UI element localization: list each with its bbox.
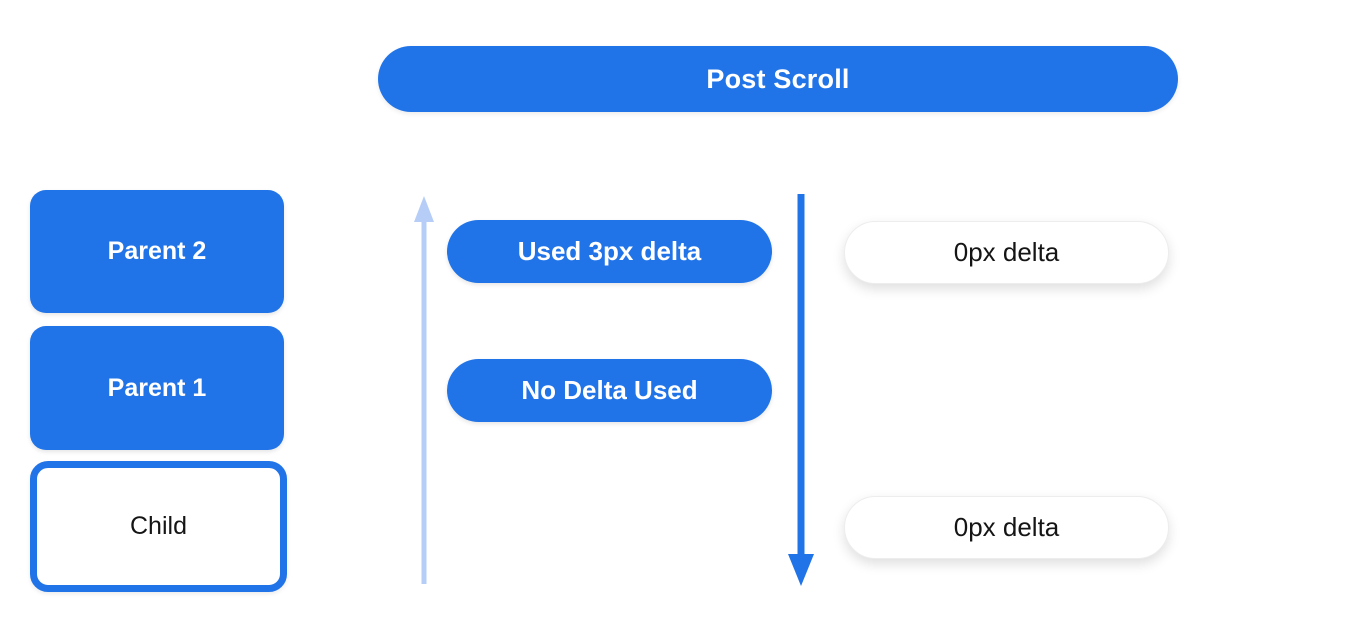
scroll-up-arrow-icon bbox=[411, 194, 437, 591]
child-box: Child bbox=[30, 461, 287, 592]
post-scroll-label: Post Scroll bbox=[706, 63, 850, 94]
used-delta-label: Used 3px delta bbox=[517, 236, 702, 266]
used-delta-pill: Used 3px delta bbox=[447, 220, 772, 283]
no-delta-pill: No Delta Used bbox=[447, 359, 772, 422]
parent1-box: Parent 1 bbox=[30, 326, 284, 450]
parent2-label: Parent 2 bbox=[107, 237, 207, 265]
parent2-box: Parent 2 bbox=[30, 190, 284, 313]
zero-delta-top-label: 0px delta bbox=[953, 237, 1060, 267]
child-label: Child bbox=[130, 512, 187, 540]
zero-delta-bottom-pill: 0px delta bbox=[844, 496, 1169, 559]
no-delta-label: No Delta Used bbox=[521, 375, 698, 405]
zero-delta-top-pill: 0px delta bbox=[844, 221, 1169, 284]
scroll-down-arrow-icon bbox=[787, 194, 815, 591]
post-scroll-header: Post Scroll bbox=[378, 46, 1178, 112]
parent1-label: Parent 1 bbox=[107, 373, 207, 402]
zero-delta-bottom-label: 0px delta bbox=[953, 512, 1060, 542]
